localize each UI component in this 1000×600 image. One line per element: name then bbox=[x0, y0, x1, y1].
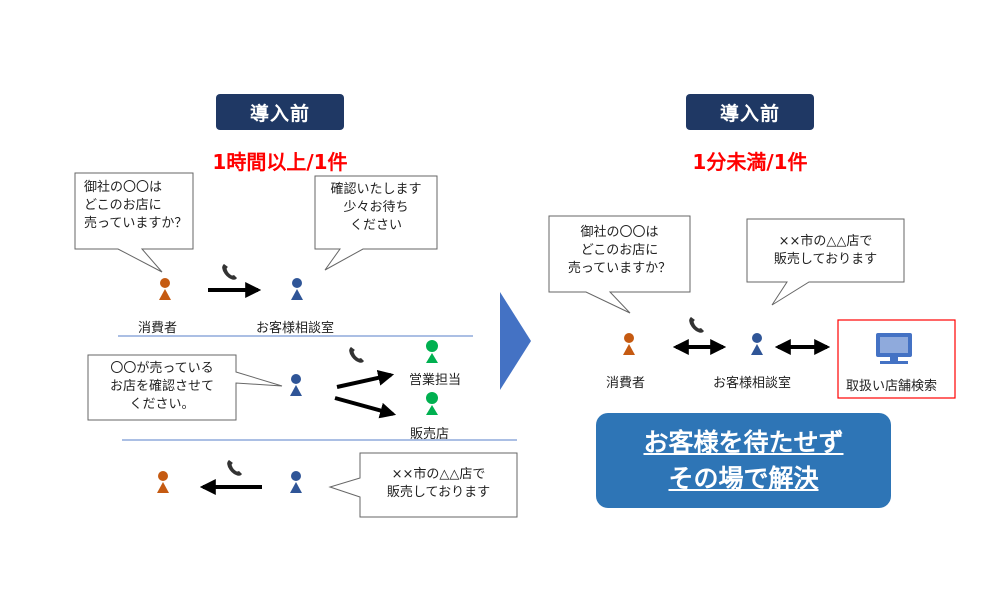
sales-figure bbox=[426, 340, 438, 363]
before-badge: 導入前 bbox=[216, 94, 344, 130]
center-figure-final bbox=[290, 471, 302, 493]
center-reply-bubble bbox=[314, 175, 438, 271]
arrow-to-sales bbox=[336, 369, 395, 389]
customer-question-bubble bbox=[74, 172, 194, 273]
result-line-2: その場で解決 bbox=[668, 463, 819, 493]
final-reply-text: ××市の△△店で 販売しております bbox=[386, 467, 491, 500]
center-figure bbox=[291, 278, 303, 300]
result-line-1: お客様を待たせず bbox=[643, 427, 844, 457]
before-time: 1時間以上/1件 bbox=[212, 150, 348, 174]
after-time: 1分未満/1件 bbox=[692, 150, 808, 174]
monitor-icon bbox=[876, 333, 912, 364]
after-center-reply-bubble bbox=[746, 218, 905, 306]
after-customer-question-bubble bbox=[548, 215, 691, 314]
result-box: お客様を待たせず その場で解決 bbox=[596, 413, 891, 508]
inquiry-text: 〇〇が売っている お店を確認させて ください。 bbox=[109, 361, 214, 412]
consumer-figure bbox=[159, 278, 171, 300]
center-reply-text: 確認いたします 少々お待ち ください bbox=[330, 182, 422, 233]
phone-icon bbox=[349, 347, 364, 363]
phone-icon bbox=[227, 460, 242, 476]
store-figure bbox=[426, 392, 438, 415]
final-reply-bubble bbox=[328, 452, 518, 518]
phone-icon bbox=[689, 317, 704, 333]
transition-arrow bbox=[500, 292, 531, 390]
consumer-figure-final bbox=[157, 471, 169, 493]
after-center-label: お客様相談室 bbox=[713, 376, 792, 391]
after-consumer-label: 消費者 bbox=[606, 376, 646, 391]
after-customer-question-text: 御社の〇〇は どこのお店に 売っていますか？ bbox=[567, 225, 672, 276]
after-consumer-figure bbox=[623, 333, 635, 355]
search-label: 取扱い店舗検索 bbox=[846, 379, 938, 394]
sales-label: 営業担当 bbox=[409, 373, 462, 388]
consumer-label: 消費者 bbox=[138, 321, 178, 336]
store-label: 販売店 bbox=[410, 427, 450, 442]
inquiry-bubble bbox=[87, 354, 283, 421]
after-center-figure bbox=[751, 333, 763, 355]
after-center-reply-text: ××市の△△店で 販売しております bbox=[773, 234, 878, 267]
phone-icon bbox=[222, 264, 237, 280]
center-label: お客様相談室 bbox=[256, 321, 335, 336]
arrow-to-store bbox=[334, 396, 397, 419]
customer-question-text: 御社の〇〇は どこのお店に 売っていますか？ bbox=[84, 180, 188, 231]
after-badge: 導入前 bbox=[686, 94, 814, 130]
center-figure-inquiry bbox=[290, 374, 302, 396]
